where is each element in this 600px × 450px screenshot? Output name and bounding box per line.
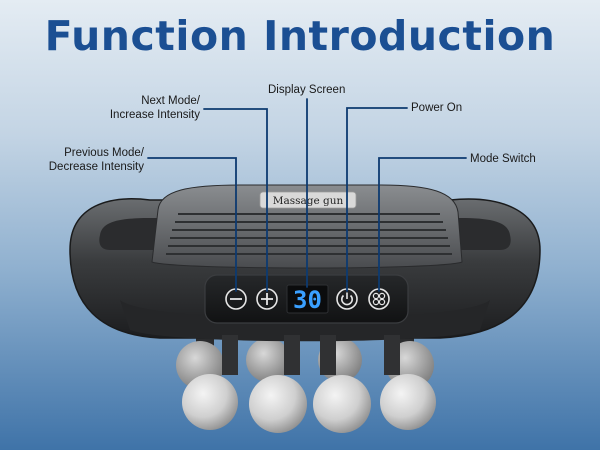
label-mode-switch: Mode Switch [470,153,536,165]
display-value: 30 [293,286,322,314]
label-power-on: Power On [411,102,463,114]
callout-lines [147,98,467,292]
massage-heads-front [182,335,436,433]
mode-switch-icon [372,292,386,306]
vent-grille [166,213,452,255]
display-screen: 30 [286,284,329,314]
power-icon [341,292,353,306]
plus-icon [261,293,273,305]
label-next-mode: Next Mode/ Increase Intensity [109,95,200,121]
page-title: Function Introduction [44,12,556,60]
brand-badge: Massage gun [273,195,344,207]
label-display-screen: Display Screen [268,84,346,96]
control-panel: 30 [204,274,409,324]
label-previous-mode: Previous Mode/ Decrease Intensity [48,147,144,173]
